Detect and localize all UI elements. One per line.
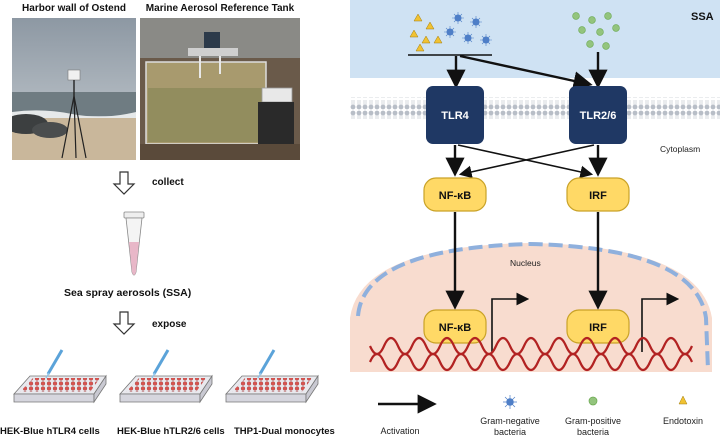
ssa-gram-positive-cluster [572,12,620,50]
pathway-diagram: SSA TLR4 TLR2/6 Cytoplasm NF-κB IR [350,0,720,437]
plate-2-label: HEK-Blue hTLR2/6 cells [117,426,225,437]
nfkb-bottom-node [423,309,487,344]
cell-membrane [350,97,720,119]
plate-2-icon [118,348,214,404]
nfkb-top-node [423,177,487,212]
photo1-title: Harbor wall of Ostend [22,3,126,14]
harbor-wall-photo [12,18,136,160]
ssa-caption: Sea spray aerosols (SSA) [64,287,192,299]
ssa-region [350,0,720,78]
plate-1-label: HEK-Blue hTLR4 cells [0,426,100,437]
legend-endotoxin-icon [678,395,688,405]
irf-bottom-node [566,309,630,344]
ssa-endotoxin-cluster [409,13,443,52]
mart-tank-photo [140,18,300,160]
expose-arrow-icon [112,311,136,335]
legend-gram-negative-label: Gram-negative [480,416,540,426]
tlr4-receptor [426,86,484,144]
ssa-label: SSA [691,11,714,23]
well-plates [12,348,320,404]
tube-icon [123,211,145,276]
legend-gram-positive-label-2: bacteria [577,427,609,437]
photo2-title: Marine Aerosol Reference Tank [145,3,295,14]
nfkb-bottom-label: NF-κB [439,322,471,334]
irf-top-node [566,177,630,212]
tlr26-receptor [569,86,627,144]
legend-gram-positive-label: Gram-positive [565,416,621,426]
expose-label: expose [152,319,187,330]
legend-activation-label: Activation [380,426,419,436]
legend-endotoxin-label: Endotoxin [663,416,703,426]
irf-bottom-label: IRF [589,322,607,334]
nfkb-top-label: NF-κB [439,190,471,202]
collect-label: collect [152,177,184,188]
legend-gram-negative-label-2: bacteria [494,427,526,437]
nucleus-label: Nucleus [510,258,541,268]
legend-gram-negative-icon [503,395,517,409]
tlr26-label: TLR2/6 [580,110,617,122]
plate-3-label: THP1-Dual monocytes [234,426,335,437]
irf-top-label: IRF [589,190,607,202]
ssa-gram-negative-cluster [444,12,492,46]
plate-1-icon [12,348,108,404]
dna-helix [368,336,694,372]
collect-arrow-icon [112,171,136,195]
cytoplasm-label: Cytoplasm [660,144,700,154]
process-flow [112,171,145,335]
legend-gram-positive-icon [588,396,598,406]
plate-3-icon [224,348,320,404]
tlr4-label: TLR4 [441,110,469,122]
